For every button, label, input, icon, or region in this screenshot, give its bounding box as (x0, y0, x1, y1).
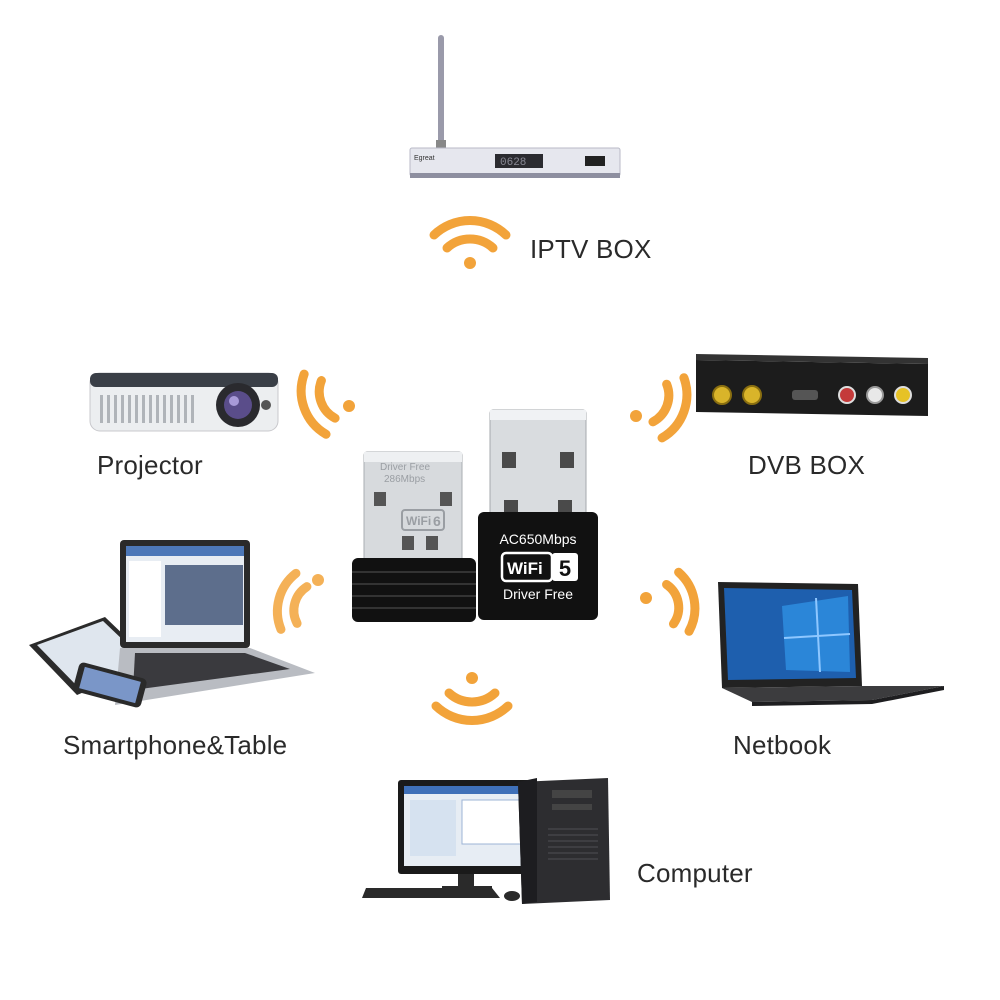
netbook-image (718, 582, 944, 706)
wifi-signal-icon (296, 369, 355, 439)
wifi6-badge-text: WiFi (406, 514, 431, 528)
smartphone-tablet-image (29, 540, 315, 708)
computer-image (362, 778, 610, 904)
projector-image (89, 372, 279, 432)
wifi5-driver: Driver Free (503, 586, 573, 602)
wifi-signal-icon (429, 216, 511, 269)
wifi5-adapter-image: AC650Mbps WiFi 5 Driver Free (478, 409, 598, 620)
wifi5-badge-number: 5 (559, 556, 571, 581)
wifi6-badge-number: 6 (433, 513, 441, 529)
iptv-brand: Egreat (414, 155, 435, 162)
dvb-box-image (696, 354, 928, 416)
wifi5-badge-text: WiFi (507, 559, 543, 578)
smartphone-tablet-label: Smartphone&Table (63, 730, 288, 760)
iptv-display: 0628 (500, 157, 526, 169)
dvb-box-label: DVB BOX (748, 450, 865, 480)
wifi-signal-icon (640, 567, 700, 636)
wifi-signal-icon (431, 672, 513, 725)
wifi6-line2: 286Mbps (384, 474, 425, 485)
wifi6-line1: Driver Free (380, 462, 430, 473)
projector-label: Projector (97, 450, 203, 480)
wifi-signal-icon (272, 568, 324, 634)
computer-label: Computer (637, 858, 753, 888)
iptv-box-image: 0628 Egreat (409, 35, 621, 178)
netbook-label: Netbook (733, 730, 832, 760)
wifi5-speed: AC650Mbps (499, 531, 576, 547)
iptv-box-label: IPTV BOX (530, 234, 652, 264)
wifi-signal-icon (630, 373, 692, 443)
wifi6-adapter-image: Driver Free 286Mbps WiFi 6 (352, 451, 476, 622)
